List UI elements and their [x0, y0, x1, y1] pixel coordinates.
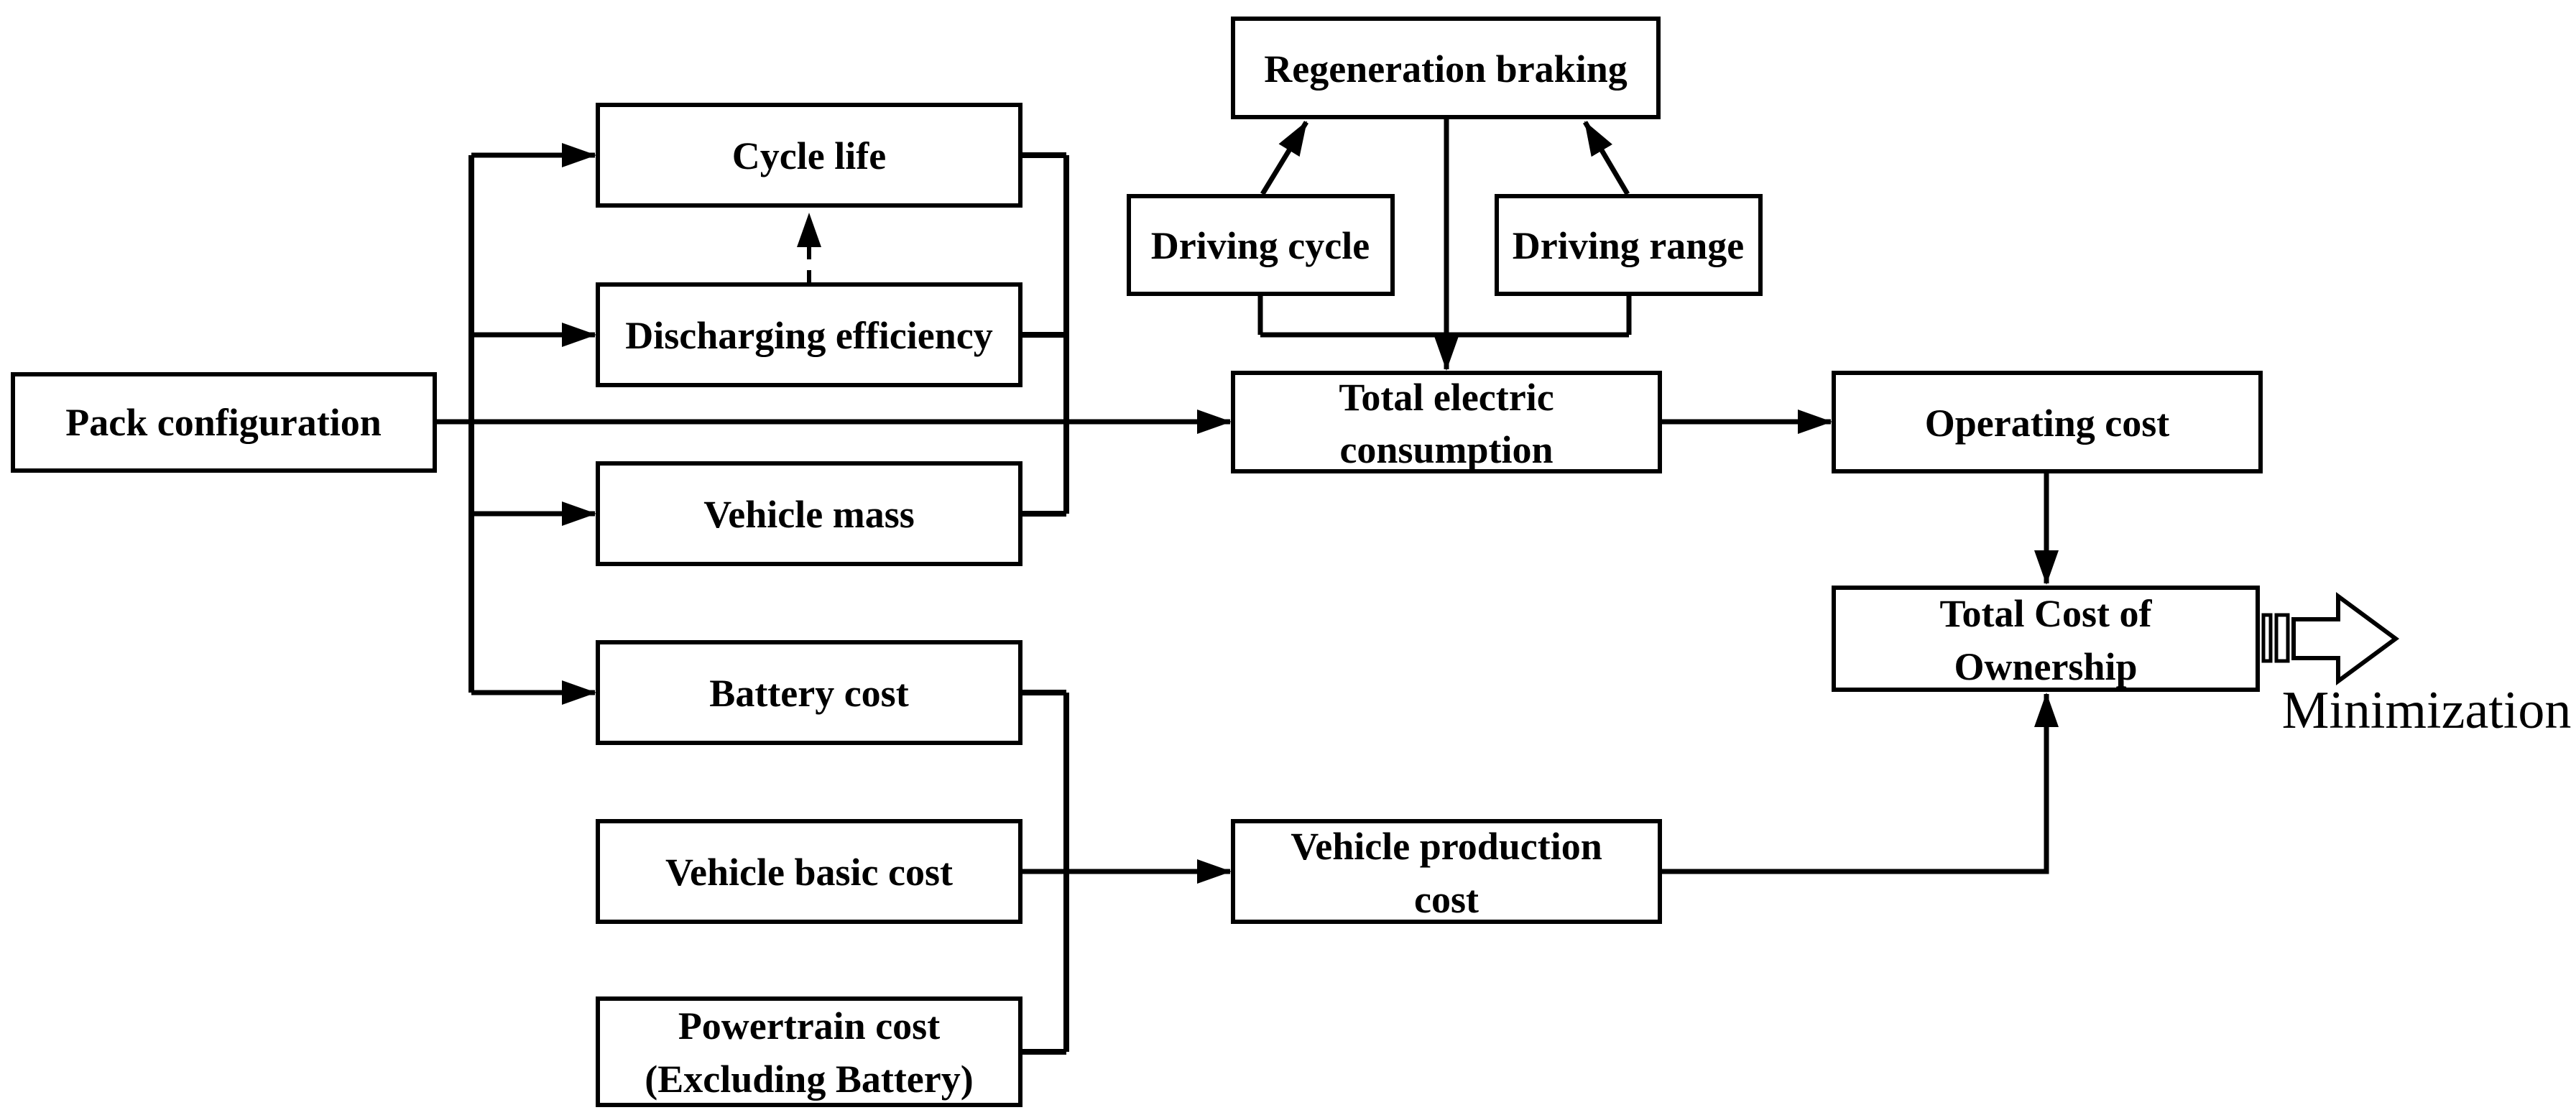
node-operating-cost-label: Operating cost	[1925, 402, 2169, 445]
node-battery-cost-label: Battery cost	[709, 672, 908, 715]
edge-driving-cycle-to-regen	[1260, 121, 1308, 195]
edges-layer	[435, 117, 2059, 1055]
node-discharging-efficiency-label: Discharging efficiency	[625, 314, 992, 357]
node-total-cost-of-ownership-label-line1: Total Cost of	[1939, 592, 2152, 635]
edge-production-to-tco	[1660, 693, 2059, 874]
node-total-electric-consumption-label-line2: consumption	[1339, 428, 1553, 471]
node-driving-cycle: Driving cycle	[1127, 194, 1395, 296]
node-total-cost-of-ownership-label-line2: Ownership	[1954, 645, 2137, 688]
edge-driving-range-to-regen	[1582, 121, 1630, 195]
striped-arrow-bar2-icon	[2274, 613, 2290, 663]
striped-right-arrow-icon	[2291, 592, 2400, 685]
node-vehicle-production-cost-label-line1: Vehicle production	[1291, 825, 1602, 868]
node-vehicle-mass: Vehicle mass	[596, 461, 1022, 566]
node-cycle-life-label: Cycle life	[732, 134, 886, 177]
node-total-electric-consumption-label-line1: Total electric	[1339, 376, 1554, 419]
node-driving-range-label: Driving range	[1513, 224, 1744, 267]
node-cycle-life: Cycle life	[596, 103, 1022, 208]
node-pack-configuration-label: Pack configuration	[65, 401, 382, 444]
node-total-electric-consumption: Total electric consumption	[1231, 371, 1662, 473]
node-vehicle-basic-cost-label: Vehicle basic cost	[665, 851, 953, 894]
node-regeneration-braking: Regeneration braking	[1231, 17, 1661, 119]
node-pack-configuration: Pack configuration	[11, 372, 437, 473]
node-operating-cost: Operating cost	[1832, 371, 2263, 473]
node-powertrain-cost-label-line1: Powertrain cost	[678, 1004, 940, 1047]
node-discharging-efficiency: Discharging efficiency	[596, 282, 1022, 387]
node-vehicle-basic-cost: Vehicle basic cost	[596, 819, 1022, 924]
node-powertrain-cost: Powertrain cost (Excluding Battery)	[596, 996, 1022, 1107]
node-driving-cycle-label: Driving cycle	[1151, 224, 1370, 267]
nodes-layer: Pack configuration Cycle life Dischargin…	[11, 17, 2263, 1107]
node-vehicle-mass-label: Vehicle mass	[703, 493, 915, 536]
node-regeneration-braking-label: Regeneration braking	[1264, 47, 1628, 91]
node-driving-range: Driving range	[1495, 194, 1763, 296]
minimization-group: Minimization	[2261, 592, 2572, 740]
striped-arrow-bar1-icon	[2261, 613, 2273, 663]
minimization-label: Minimization	[2282, 681, 2572, 740]
node-vehicle-production-cost-label-line2: cost	[1414, 878, 1479, 921]
node-vehicle-production-cost: Vehicle production cost	[1231, 819, 1662, 924]
node-battery-cost: Battery cost	[596, 640, 1022, 745]
node-total-cost-of-ownership: Total Cost of Ownership	[1832, 586, 2260, 692]
node-powertrain-cost-label-line2: (Excluding Battery)	[645, 1058, 973, 1101]
